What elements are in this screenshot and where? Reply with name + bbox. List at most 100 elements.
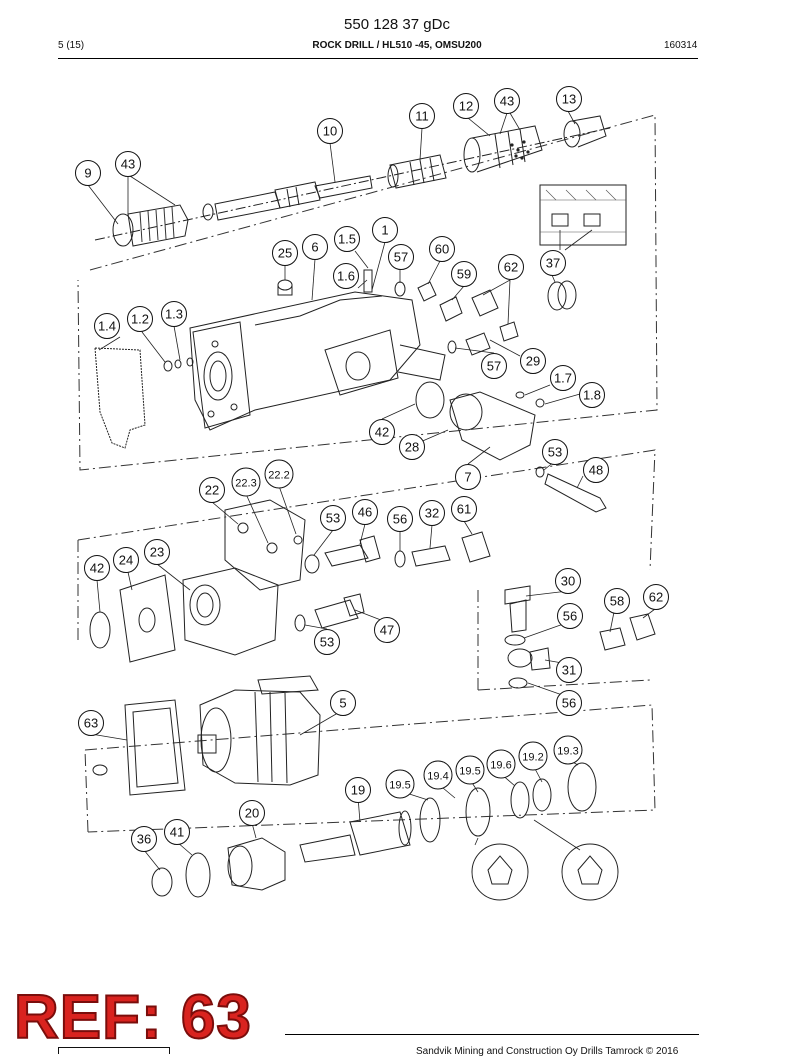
callout-bubble <box>144 539 170 565</box>
callout-1-7: 1.7 <box>550 365 576 391</box>
document-date: 160314 <box>664 40 698 51</box>
callout-bubble <box>542 439 568 465</box>
callout-number: 53 <box>326 511 340 526</box>
callout-bubble <box>486 749 516 779</box>
callout-53: 53 <box>542 439 568 465</box>
callout-number: 1.7 <box>554 371 572 386</box>
callout-10: 10 <box>317 118 343 144</box>
callout-12: 12 <box>453 93 479 119</box>
callout-bubble <box>498 254 524 280</box>
callout-bubble <box>231 467 261 497</box>
callout-bubble <box>330 690 356 716</box>
callout-46: 46 <box>352 499 378 525</box>
callout-number: 43 <box>500 94 514 109</box>
callout-56: 56 <box>557 603 583 629</box>
callout-number: 47 <box>380 623 394 638</box>
callout-bubble <box>423 760 453 790</box>
callout-62: 62 <box>498 254 524 280</box>
callout-number: 57 <box>394 250 408 265</box>
callout-bubble <box>372 217 398 243</box>
callout-9: 9 <box>75 160 101 186</box>
callout-number: 12 <box>459 99 473 114</box>
callout-number: 59 <box>457 267 471 282</box>
callout-number: 53 <box>548 445 562 460</box>
callout-bubble <box>352 499 378 525</box>
callout-number: 23 <box>150 545 164 560</box>
callout-number: 37 <box>546 256 560 271</box>
callout-bubble <box>161 301 187 327</box>
callout-1: 1 <box>372 217 398 243</box>
document-title: ROCK DRILL / HL510 -45, OMSU200 <box>312 40 482 51</box>
callout-bubble <box>481 353 507 379</box>
callout-number: 19.2 <box>522 752 543 764</box>
callout-5: 5 <box>330 690 356 716</box>
callout-bubble <box>387 506 413 532</box>
callout-bubble <box>583 457 609 483</box>
callout-57: 57 <box>388 244 414 270</box>
callout-number: 10 <box>323 124 337 139</box>
callout-number: 9 <box>84 166 91 181</box>
callout-number: 56 <box>562 696 576 711</box>
callout-number: 1.5 <box>338 232 356 247</box>
callout-bubble <box>84 555 110 581</box>
callout-bubble <box>579 382 605 408</box>
callout-13: 13 <box>556 86 582 112</box>
callout-number: 19.6 <box>490 760 511 772</box>
callout-1-8: 1.8 <box>579 382 605 408</box>
callout-7: 7 <box>455 464 481 490</box>
callout-bubble <box>199 477 225 503</box>
callout-bubble <box>385 769 415 799</box>
callout-number: 11 <box>415 109 429 124</box>
callout-43: 43 <box>115 151 141 177</box>
callout-28: 28 <box>399 434 425 460</box>
callout-6: 6 <box>302 234 328 260</box>
callout-bubble <box>550 365 576 391</box>
callout-number: 20 <box>245 806 259 821</box>
callout-42: 42 <box>84 555 110 581</box>
callout-53: 53 <box>320 505 346 531</box>
callout-36: 36 <box>131 826 157 852</box>
callout-number: 1.6 <box>337 269 355 284</box>
callout-bubble <box>115 151 141 177</box>
callout-number: 19.4 <box>427 771 448 783</box>
callout-number: 1 <box>381 223 388 238</box>
callout-41: 41 <box>164 819 190 845</box>
callout-number: 58 <box>610 594 624 609</box>
callout-number: 24 <box>119 553 133 568</box>
callout-number: 7 <box>464 470 471 485</box>
callout-number: 1.3 <box>165 307 183 322</box>
callout-bubble <box>164 819 190 845</box>
callout-number: 28 <box>405 440 419 455</box>
callout-bubble <box>369 419 395 445</box>
callout-bubble <box>399 434 425 460</box>
callout-61: 61 <box>451 496 477 522</box>
callout-number: 22 <box>205 483 219 498</box>
callout-43: 43 <box>494 88 520 114</box>
callout-number: 31 <box>562 663 576 678</box>
callout-number: 56 <box>393 512 407 527</box>
callout-bubble <box>556 690 582 716</box>
page-number: 5 (15) <box>58 40 85 51</box>
callout-number: 32 <box>425 506 439 521</box>
callout-number: 57 <box>487 359 501 374</box>
callout-bubble <box>553 735 583 765</box>
callout-number: 29 <box>526 354 540 369</box>
callout-42: 42 <box>369 419 395 445</box>
assembly-outlines <box>77 114 658 901</box>
callout-number: 56 <box>563 609 577 624</box>
callout-bubble <box>494 88 520 114</box>
callout-37: 37 <box>540 250 566 276</box>
callout-11: 11 <box>409 103 435 129</box>
callout-19-2: 19.2 <box>518 741 548 771</box>
callout-bubble <box>314 629 340 655</box>
callout-bubble <box>451 261 477 287</box>
callout-25: 25 <box>272 240 298 266</box>
callout-number: 19.3 <box>557 746 578 758</box>
callout-bubble <box>520 348 546 374</box>
callout-bubble <box>94 313 120 339</box>
callout-20: 20 <box>239 800 265 826</box>
footer-copyright: Sandvik Mining and Construction Oy Drill… <box>416 1046 679 1057</box>
callout-56: 56 <box>387 506 413 532</box>
